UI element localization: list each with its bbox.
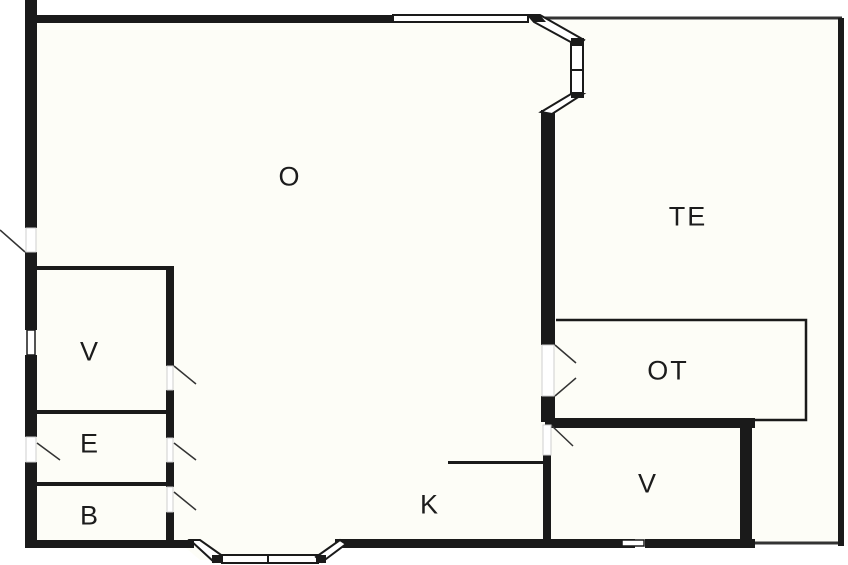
room-label-v-right: V (637, 468, 659, 499)
outer-walls (25, 0, 755, 548)
ot-room-outline (556, 318, 808, 422)
door-openings (25, 227, 555, 513)
room-label-te: TE (668, 201, 708, 232)
bay-window-bottom-corners (180, 540, 326, 563)
left-window (26, 329, 36, 356)
room-label-o: O (278, 161, 302, 192)
floor-fill (36, 20, 842, 560)
room-label-v-left: V (79, 336, 101, 367)
bottom-right-window (621, 539, 645, 547)
room-label-k: K (419, 489, 441, 520)
room-label-ot: OT (647, 355, 689, 386)
interior-walls (37, 266, 546, 542)
top-window (392, 14, 529, 23)
terrace-right-wall (838, 18, 844, 546)
room-label-b: B (79, 500, 101, 531)
room-label-e: E (79, 428, 101, 459)
bay-window-corners (528, 15, 584, 98)
door-swings (0, 229, 577, 511)
